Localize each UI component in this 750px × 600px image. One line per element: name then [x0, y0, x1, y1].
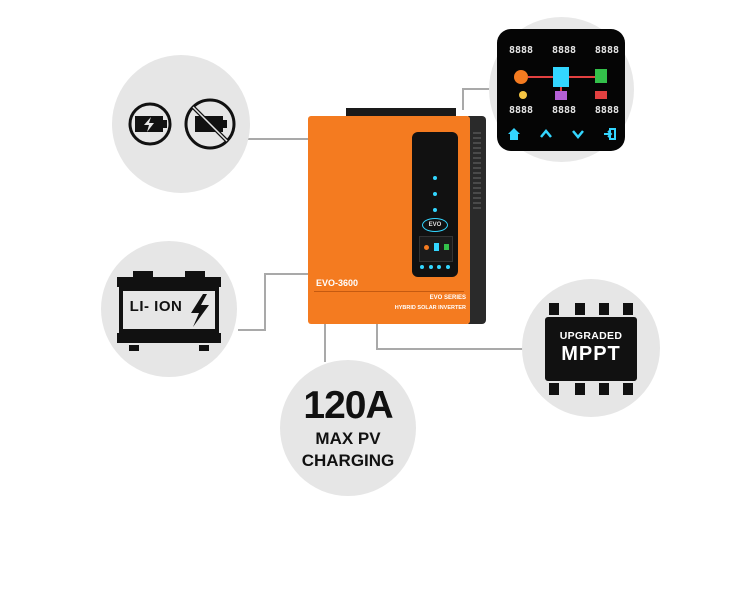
pv-charging-amps: 120A: [303, 384, 393, 427]
lcd-readout: 8888: [551, 105, 577, 116]
connector-line: [264, 273, 310, 275]
enter-icon[interactable]: [603, 127, 617, 141]
lcd-readout: 8888: [509, 105, 534, 116]
subtitle-label: HYBRID SOLAR INVERTER: [394, 305, 466, 311]
connector-line: [376, 322, 378, 350]
front-button[interactable]: [428, 265, 433, 269]
chevron-up-icon[interactable]: [539, 127, 553, 141]
connector-line: [462, 88, 464, 110]
side-vent: [473, 132, 481, 212]
mini-lcd-dot: [444, 244, 449, 250]
li-ion-label: LI- ION: [129, 298, 183, 315]
home-icon[interactable]: [507, 127, 521, 141]
front-control-panel: EVO: [412, 132, 458, 277]
mini-lcd-dot: [434, 243, 439, 251]
mounting-bracket: [346, 108, 456, 118]
lcd-panel: 8888 8888 8888 8888 8888 8888: [497, 29, 625, 151]
status-led: [433, 208, 437, 212]
li-ion-circle: LI- ION: [101, 241, 237, 377]
mppt-line2: MPPT: [561, 343, 621, 365]
battery-charging-icon: [128, 102, 172, 146]
status-led: [433, 192, 437, 196]
lcd-readout-row-top: 8888 8888 8888: [509, 45, 619, 56]
lcd-readout: 8888: [551, 45, 577, 56]
connector-line: [238, 329, 266, 331]
lcd-button-row: [507, 127, 617, 141]
status-led: [433, 176, 437, 180]
lcd-readout: 8888: [509, 45, 534, 56]
front-button[interactable]: [445, 265, 450, 269]
mppt-line1: UPGRADED: [559, 330, 623, 342]
connector-line: [264, 273, 266, 330]
chip-icon: [545, 303, 637, 395]
front-button[interactable]: [420, 265, 424, 269]
lcd-zoom-circle: 8888 8888 8888 8888 8888 8888: [489, 17, 634, 162]
evo-logo: EVO: [422, 218, 448, 232]
lithium-battery-icon: [117, 271, 221, 351]
model-label: EVO-3600: [316, 278, 359, 288]
mini-lcd-dot: [424, 245, 429, 250]
pv-charging-line1: MAX PV: [315, 429, 381, 448]
lcd-readout-row-bottom: 8888 8888 8888: [509, 105, 619, 116]
connector-line: [324, 322, 326, 362]
lcd-readout: 8888: [594, 45, 619, 56]
mini-lcd-screen: [419, 236, 453, 262]
connector-line: [462, 88, 498, 90]
divider-line: [314, 291, 464, 292]
chevron-down-icon[interactable]: [571, 127, 585, 141]
inverter-side-panel: [468, 116, 486, 324]
inverter: EVO EVO-3600 EVO SERIES HYBRID SOLAR INV…: [308, 108, 488, 326]
battery-crossed-out-icon: [184, 98, 236, 150]
pv-charging-line2: CHARGING: [301, 451, 395, 470]
series-label: EVO SERIES: [429, 295, 466, 301]
front-panel-buttons: [420, 265, 450, 270]
connector-line: [376, 348, 526, 350]
lcd-flow-diagram: [514, 67, 607, 100]
front-button[interactable]: [437, 265, 442, 269]
lcd-readout: 8888: [594, 105, 619, 116]
connector-line: [245, 138, 310, 140]
mppt-circle: UPGRADED MPPT: [522, 279, 660, 417]
pv-charging-circle: 120A MAX PV CHARGING: [280, 360, 416, 496]
battery-optional-circle: [112, 55, 250, 193]
